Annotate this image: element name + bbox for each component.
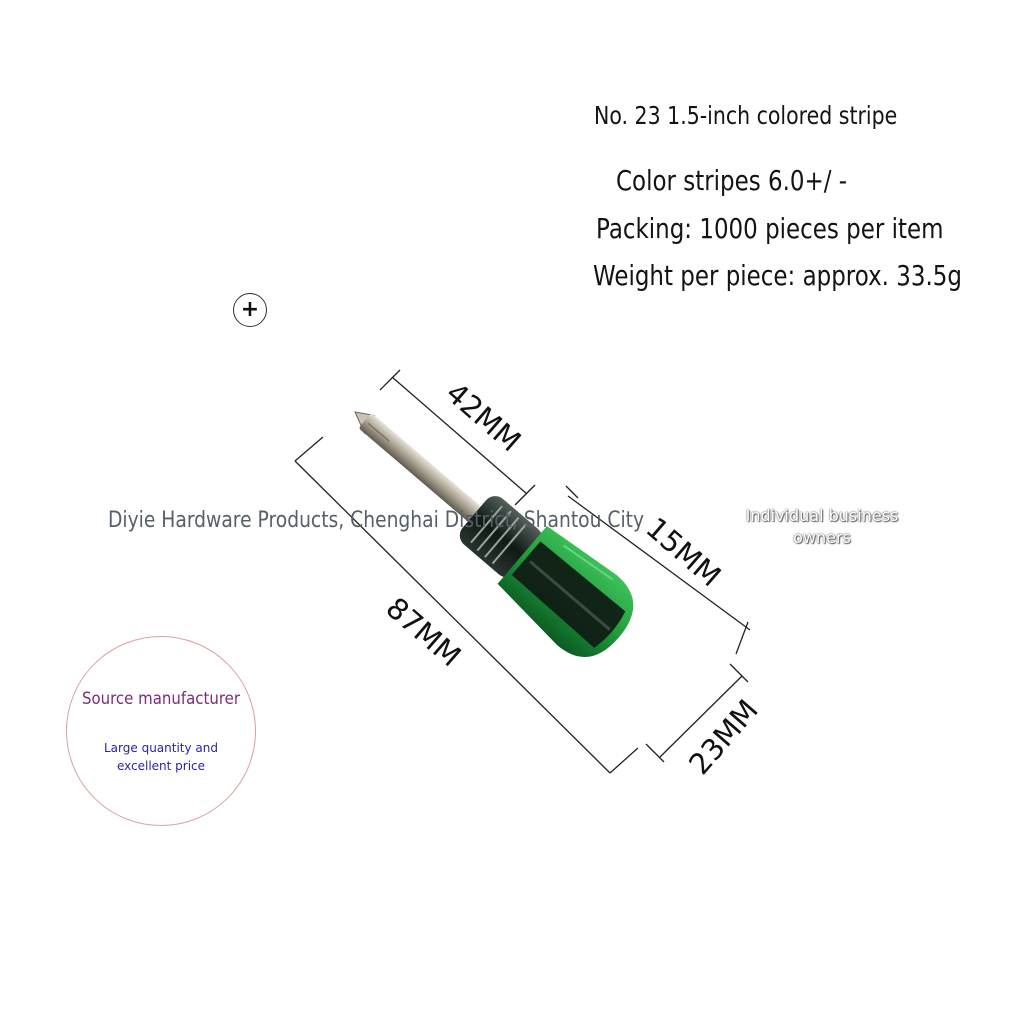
spec-model: No. 23 1.5-inch colored stripe	[594, 101, 898, 130]
phillips-tip-icon: +	[233, 293, 267, 327]
spec-packing: Packing: 1000 pieces per item	[596, 212, 944, 245]
manufacturer-watermark: Diyie Hardware Products, Chenghai Distri…	[108, 508, 645, 533]
dimension-lines	[294, 369, 751, 774]
business-type-label: Individual business owners	[745, 506, 899, 547]
stamp-subtitle: Large quantity and excellent price	[104, 741, 218, 773]
spec-weight: Weight per piece: approx. 33.5g	[593, 259, 962, 292]
screwdriver-shaft	[359, 414, 485, 525]
stamp-title: Source manufacturer	[81, 689, 241, 709]
source-manufacturer-stamp: Source manufacturer Large quantity and e…	[66, 636, 256, 826]
spec-color-stripes: Color stripes 6.0+/ -	[616, 164, 848, 197]
screwdriver	[354, 411, 634, 658]
